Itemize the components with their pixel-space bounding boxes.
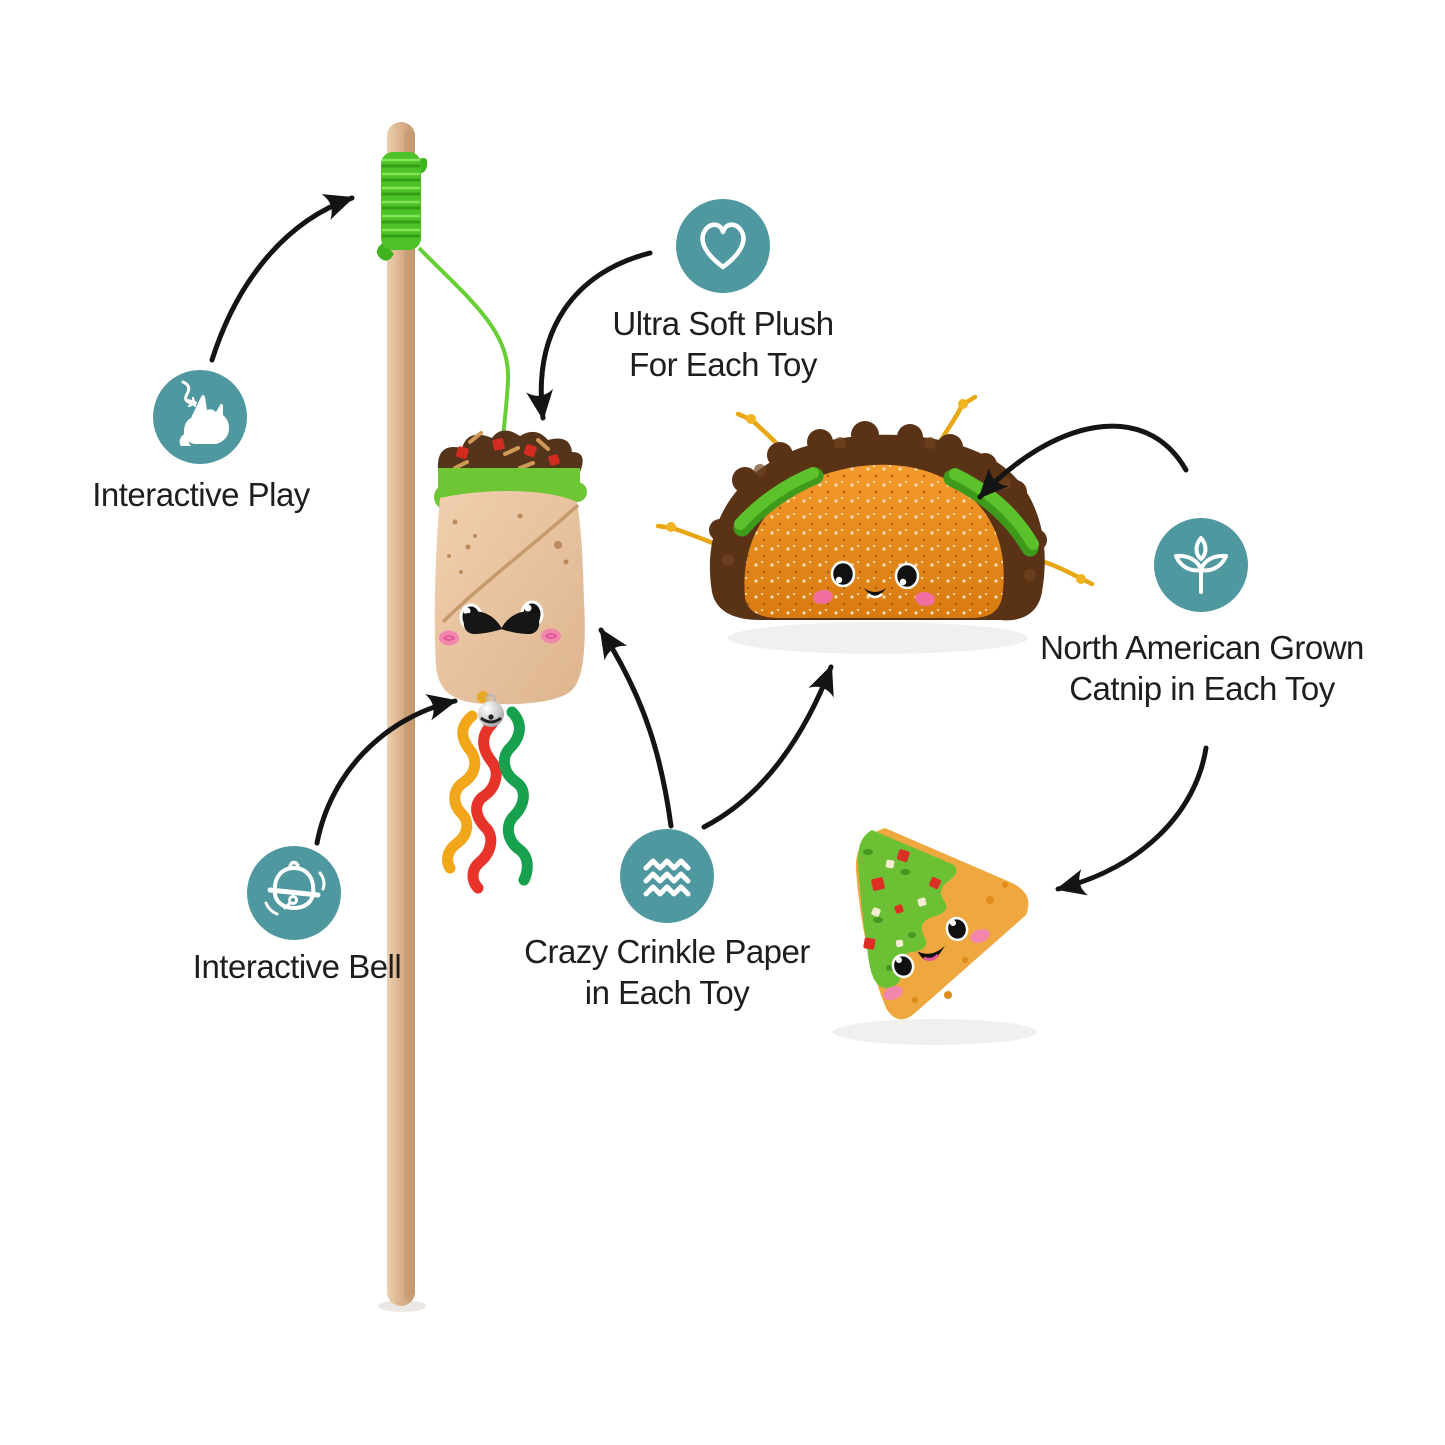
- arrow-to-bell: [314, 694, 458, 846]
- chip-face: [883, 916, 990, 1001]
- burrito-face: [439, 600, 561, 646]
- label-line: For Each Toy: [629, 346, 817, 383]
- shadows: [378, 622, 1037, 1312]
- feature-label-ultra-soft-plush: Ultra Soft Plush For Each Toy: [612, 303, 834, 385]
- taco-plush: [655, 394, 1095, 621]
- label-line: Interactive Play: [92, 476, 310, 513]
- taco-face: [813, 560, 935, 607]
- teaser-string: [417, 246, 511, 437]
- label-line: Ultra Soft Plush: [612, 305, 834, 342]
- crinkle-waves-icon: [620, 829, 714, 923]
- feature-label-interactive-bell: Interactive Bell: [192, 946, 402, 987]
- bell-icon: [247, 846, 341, 940]
- arrow-to-taco-right: [977, 423, 1189, 500]
- tortilla-chip-plush: [855, 828, 1029, 1020]
- feature-label-catnip: North American Grown Catnip in Each Toy: [1040, 627, 1364, 709]
- wand-cord-wrap: [376, 152, 428, 261]
- arrow-to-burrito-bottom: [598, 627, 674, 829]
- label-line: North American Grown: [1040, 629, 1364, 666]
- arrow-to-taco-bottom: [701, 664, 834, 830]
- burrito-plush: [434, 430, 587, 894]
- cat-play-icon: [153, 370, 247, 464]
- label-line: Crazy Crinkle Paper: [524, 933, 810, 970]
- label-line: in Each Toy: [584, 974, 750, 1011]
- arrow-to-burrito-top: [526, 250, 653, 421]
- arrow-to-chip: [1055, 745, 1209, 896]
- label-line: Interactive Bell: [192, 948, 402, 985]
- feature-label-interactive-play: Interactive Play: [92, 474, 310, 515]
- sprout-icon: [1154, 518, 1248, 612]
- arrow-to-wand-top: [209, 194, 355, 363]
- feature-label-crinkle-paper: Crazy Crinkle Paper in Each Toy: [524, 931, 810, 1013]
- ribbon-streamers: [442, 706, 533, 894]
- wand-stick: [387, 122, 415, 1306]
- annotation-arrows: [209, 194, 1209, 896]
- label-line: Catnip in Each Toy: [1069, 670, 1335, 707]
- heart-icon: [676, 199, 770, 293]
- bell-charm: [477, 691, 504, 727]
